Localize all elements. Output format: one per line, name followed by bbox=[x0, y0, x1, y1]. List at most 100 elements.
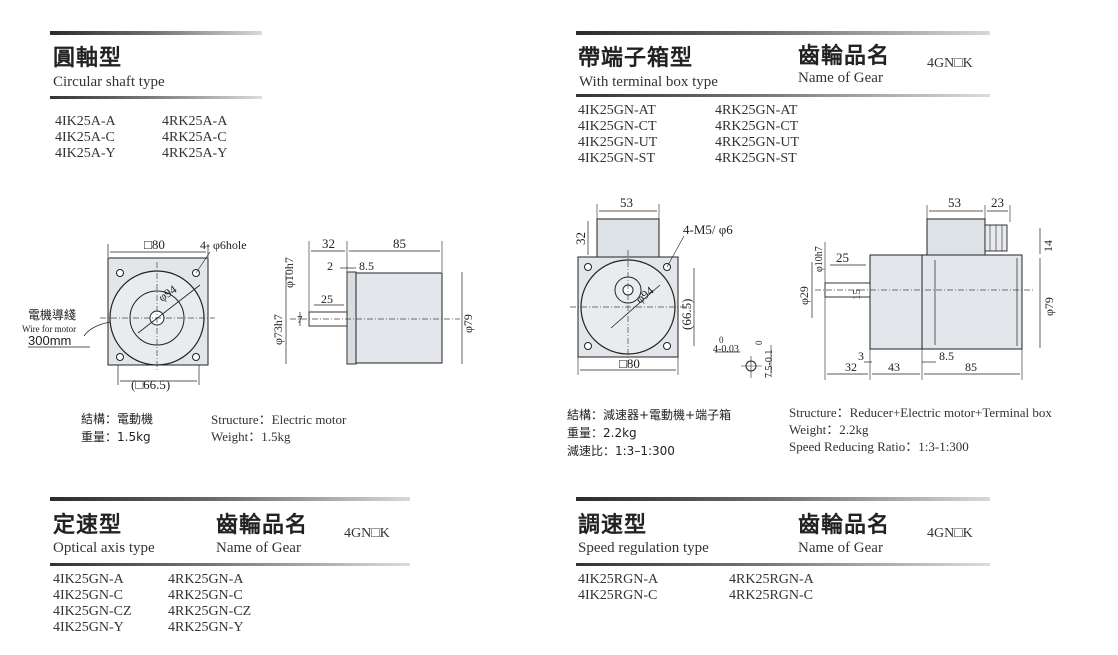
fixed-speed-models-left: 4IK25GN-A 4IK25GN-C 4IK25GN-CZ 4IK25GN-Y bbox=[53, 572, 132, 636]
model-code: 4RK25GN-Y bbox=[168, 620, 244, 635]
terminal-box-gear-label-zh: 齒輪品名 bbox=[798, 44, 891, 69]
weight-en: Weight：1.5kg bbox=[211, 429, 291, 444]
dim-32-left: 32 bbox=[573, 232, 588, 245]
terminal-box-models-right: 4RK25GN-AT 4RK25GN-CT 4RK25GN-UT 4RK25GN… bbox=[715, 103, 799, 167]
weight-zh: 重量：2.2kg bbox=[567, 426, 637, 440]
round-shaft-models-left: 4IK25A-A 4IK25A-C 4IK25A-Y bbox=[55, 114, 116, 162]
lead-wire-en: Wire for motor bbox=[22, 324, 76, 334]
fixed-speed-gear-code: 4GN□K bbox=[344, 526, 390, 541]
model-code: 4RK25GN-A bbox=[168, 572, 244, 587]
model-code: 4RK25RGN-C bbox=[729, 588, 814, 603]
section-underline-terminal-box bbox=[576, 94, 990, 97]
dim-phi10: φ10h7 bbox=[282, 257, 296, 288]
model-code: 4RK25GN-ST bbox=[715, 151, 797, 166]
speed-regulation-gear-label-en: Name of Gear bbox=[798, 540, 883, 556]
model-code: 4IK25GN-CT bbox=[578, 119, 657, 134]
terminal-box-gear-label-en: Name of Gear bbox=[798, 70, 883, 86]
tol-0a: 0 bbox=[719, 335, 724, 345]
model-code: 4IK25A-A bbox=[55, 114, 116, 129]
dim-square: □80 bbox=[619, 356, 640, 371]
model-code: 4IK25GN-C bbox=[53, 588, 123, 603]
speed-regulation-gear-code: 4GN□K bbox=[927, 526, 973, 541]
terminal-box-side-view: 53 23 14 φ10h7 25 φ29 15 φ79 3 32 43 8.5… bbox=[797, 195, 1056, 380]
dim-s43: 43 bbox=[888, 360, 900, 374]
dim-53: 53 bbox=[620, 195, 633, 210]
ratio-zh: 減速比：1:3–1:300 bbox=[567, 444, 675, 458]
tol-0b: 0 bbox=[754, 340, 764, 345]
section-underline-round-shaft bbox=[50, 96, 262, 99]
dim-s3: 3 bbox=[858, 349, 864, 363]
dim-25: 25 bbox=[321, 292, 333, 306]
model-code: 4RK25GN-CT bbox=[715, 119, 799, 134]
fixed-speed-title-zh: 定速型 bbox=[53, 513, 123, 538]
model-code: 4IK25GN-AT bbox=[578, 103, 656, 118]
speed-regulation-gear-label-zh: 齒輪品名 bbox=[798, 513, 891, 538]
dim-phi29: φ29 bbox=[797, 286, 811, 305]
terminal-box-specs-en: Structure：Reducer+Electric motor+Termina… bbox=[789, 404, 1052, 455]
dim-inner-square: (□66.5) bbox=[131, 377, 170, 392]
model-code: 4RK25GN-CZ bbox=[168, 604, 252, 619]
speed-regulation-models-right: 4RK25RGN-A 4RK25RGN-C bbox=[729, 572, 814, 604]
dim-s85: 85 bbox=[965, 360, 977, 374]
model-code: 4RK25A-A bbox=[162, 114, 228, 129]
dim-holes: 4- φ6hole bbox=[200, 238, 247, 252]
dim-phi10: φ10h7 bbox=[814, 246, 825, 272]
round-shaft-title-zh: 圓軸型 bbox=[53, 46, 123, 71]
dim-inner: (66.5) bbox=[679, 299, 694, 330]
lead-wire-zh: 電機導綫 bbox=[28, 307, 76, 322]
model-code: 4RK25GN-AT bbox=[715, 103, 798, 118]
dim-s8-5: 8.5 bbox=[939, 349, 954, 363]
model-code: 4RK25GN-UT bbox=[715, 135, 799, 150]
dim-phi79: φ79 bbox=[1042, 297, 1056, 316]
dim-2: 2 bbox=[327, 259, 333, 273]
weight-en: Weight：2.2kg bbox=[789, 422, 869, 437]
dim-s14: 14 bbox=[1041, 240, 1055, 252]
structure-en: Structure：Reducer+Electric motor+Termina… bbox=[789, 405, 1052, 420]
dim-8-5: 8.5 bbox=[359, 259, 374, 273]
fixed-speed-models-right: 4RK25GN-A 4RK25GN-C 4RK25GN-CZ 4RK25GN-Y bbox=[168, 572, 251, 636]
model-code: 4IK25GN-CZ bbox=[53, 604, 132, 619]
terminal-box-title-zh: 帶端子箱型 bbox=[578, 46, 694, 71]
structure-zh: 結構：減速器+電動機+端子箱 bbox=[567, 408, 732, 422]
section-underline-fixed-speed bbox=[50, 563, 410, 566]
dim-s53: 53 bbox=[948, 195, 961, 210]
tol-4: 4-0.03 bbox=[713, 344, 739, 355]
dim-85: 85 bbox=[393, 236, 406, 251]
dim-s25: 25 bbox=[836, 250, 849, 265]
model-code: 4RK25RGN-A bbox=[729, 572, 814, 587]
section-rule-round-shaft bbox=[50, 31, 262, 35]
model-code: 4IK25GN-ST bbox=[578, 151, 655, 166]
section-rule-speed-regulation bbox=[576, 497, 990, 501]
speed-regulation-title-en: Speed regulation type bbox=[578, 540, 709, 556]
fixed-speed-gear-label-zh: 齒輪品名 bbox=[216, 513, 309, 538]
dim-phi79: φ79 bbox=[461, 314, 475, 333]
terminal-box-models-left: 4IK25GN-AT 4IK25GN-CT 4IK25GN-UT 4IK25GN… bbox=[578, 103, 657, 167]
dim-phi73: φ73h7 bbox=[271, 314, 285, 345]
lead-wire-length: 300mm bbox=[28, 333, 71, 348]
model-code: 4IK25RGN-A bbox=[578, 572, 659, 587]
structure-zh: 結構：電動機 bbox=[81, 412, 154, 426]
round-shaft-specs-zh: 結構：電動機 重量：1.5kg bbox=[81, 410, 153, 446]
section-rule-terminal-box bbox=[576, 31, 990, 35]
round-shaft-models-right: 4RK25A-A 4RK25A-C 4RK25A-Y bbox=[162, 114, 227, 162]
dim-s15: 15 bbox=[851, 289, 863, 301]
model-code: 4IK25RGN-C bbox=[578, 588, 658, 603]
terminal-box-title-en: With terminal box type bbox=[579, 74, 718, 90]
round-shaft-front-view: □80 4- φ6hole φ94 電機導綫 Wire for motor 30… bbox=[22, 237, 247, 392]
model-code: 4IK25GN-UT bbox=[578, 135, 658, 150]
round-shaft-specs-en: Structure：Electric motor Weight：1.5kg bbox=[211, 411, 346, 445]
structure-en: Structure：Electric motor bbox=[211, 412, 347, 427]
terminal-box-front-view: 53 32 4-M5/ φ6 φ94 (66.5) □80 0 4-0.03 0… bbox=[570, 195, 775, 378]
section-underline-speed-regulation bbox=[576, 563, 990, 566]
terminal-box-gear-code: 4GN□K bbox=[927, 56, 973, 71]
model-code: 4IK25A-C bbox=[55, 130, 115, 145]
dim-s23: 23 bbox=[991, 195, 1004, 210]
ratio-en: Speed Reducing Ratio：1:3-1:300 bbox=[789, 439, 969, 454]
model-code: 4RK25GN-C bbox=[168, 588, 243, 603]
weight-zh: 重量：1.5kg bbox=[81, 430, 151, 444]
section-rule-fixed-speed bbox=[50, 497, 410, 501]
speed-regulation-title-zh: 調速型 bbox=[578, 513, 648, 538]
terminal-box-specs-zh: 結構：減速器+電動機+端子箱 重量：2.2kg 減速比：1:3–1:300 bbox=[567, 406, 731, 460]
tol-7-5: 7.5-0.1 bbox=[764, 350, 775, 378]
dim-7: 7 bbox=[297, 314, 303, 326]
